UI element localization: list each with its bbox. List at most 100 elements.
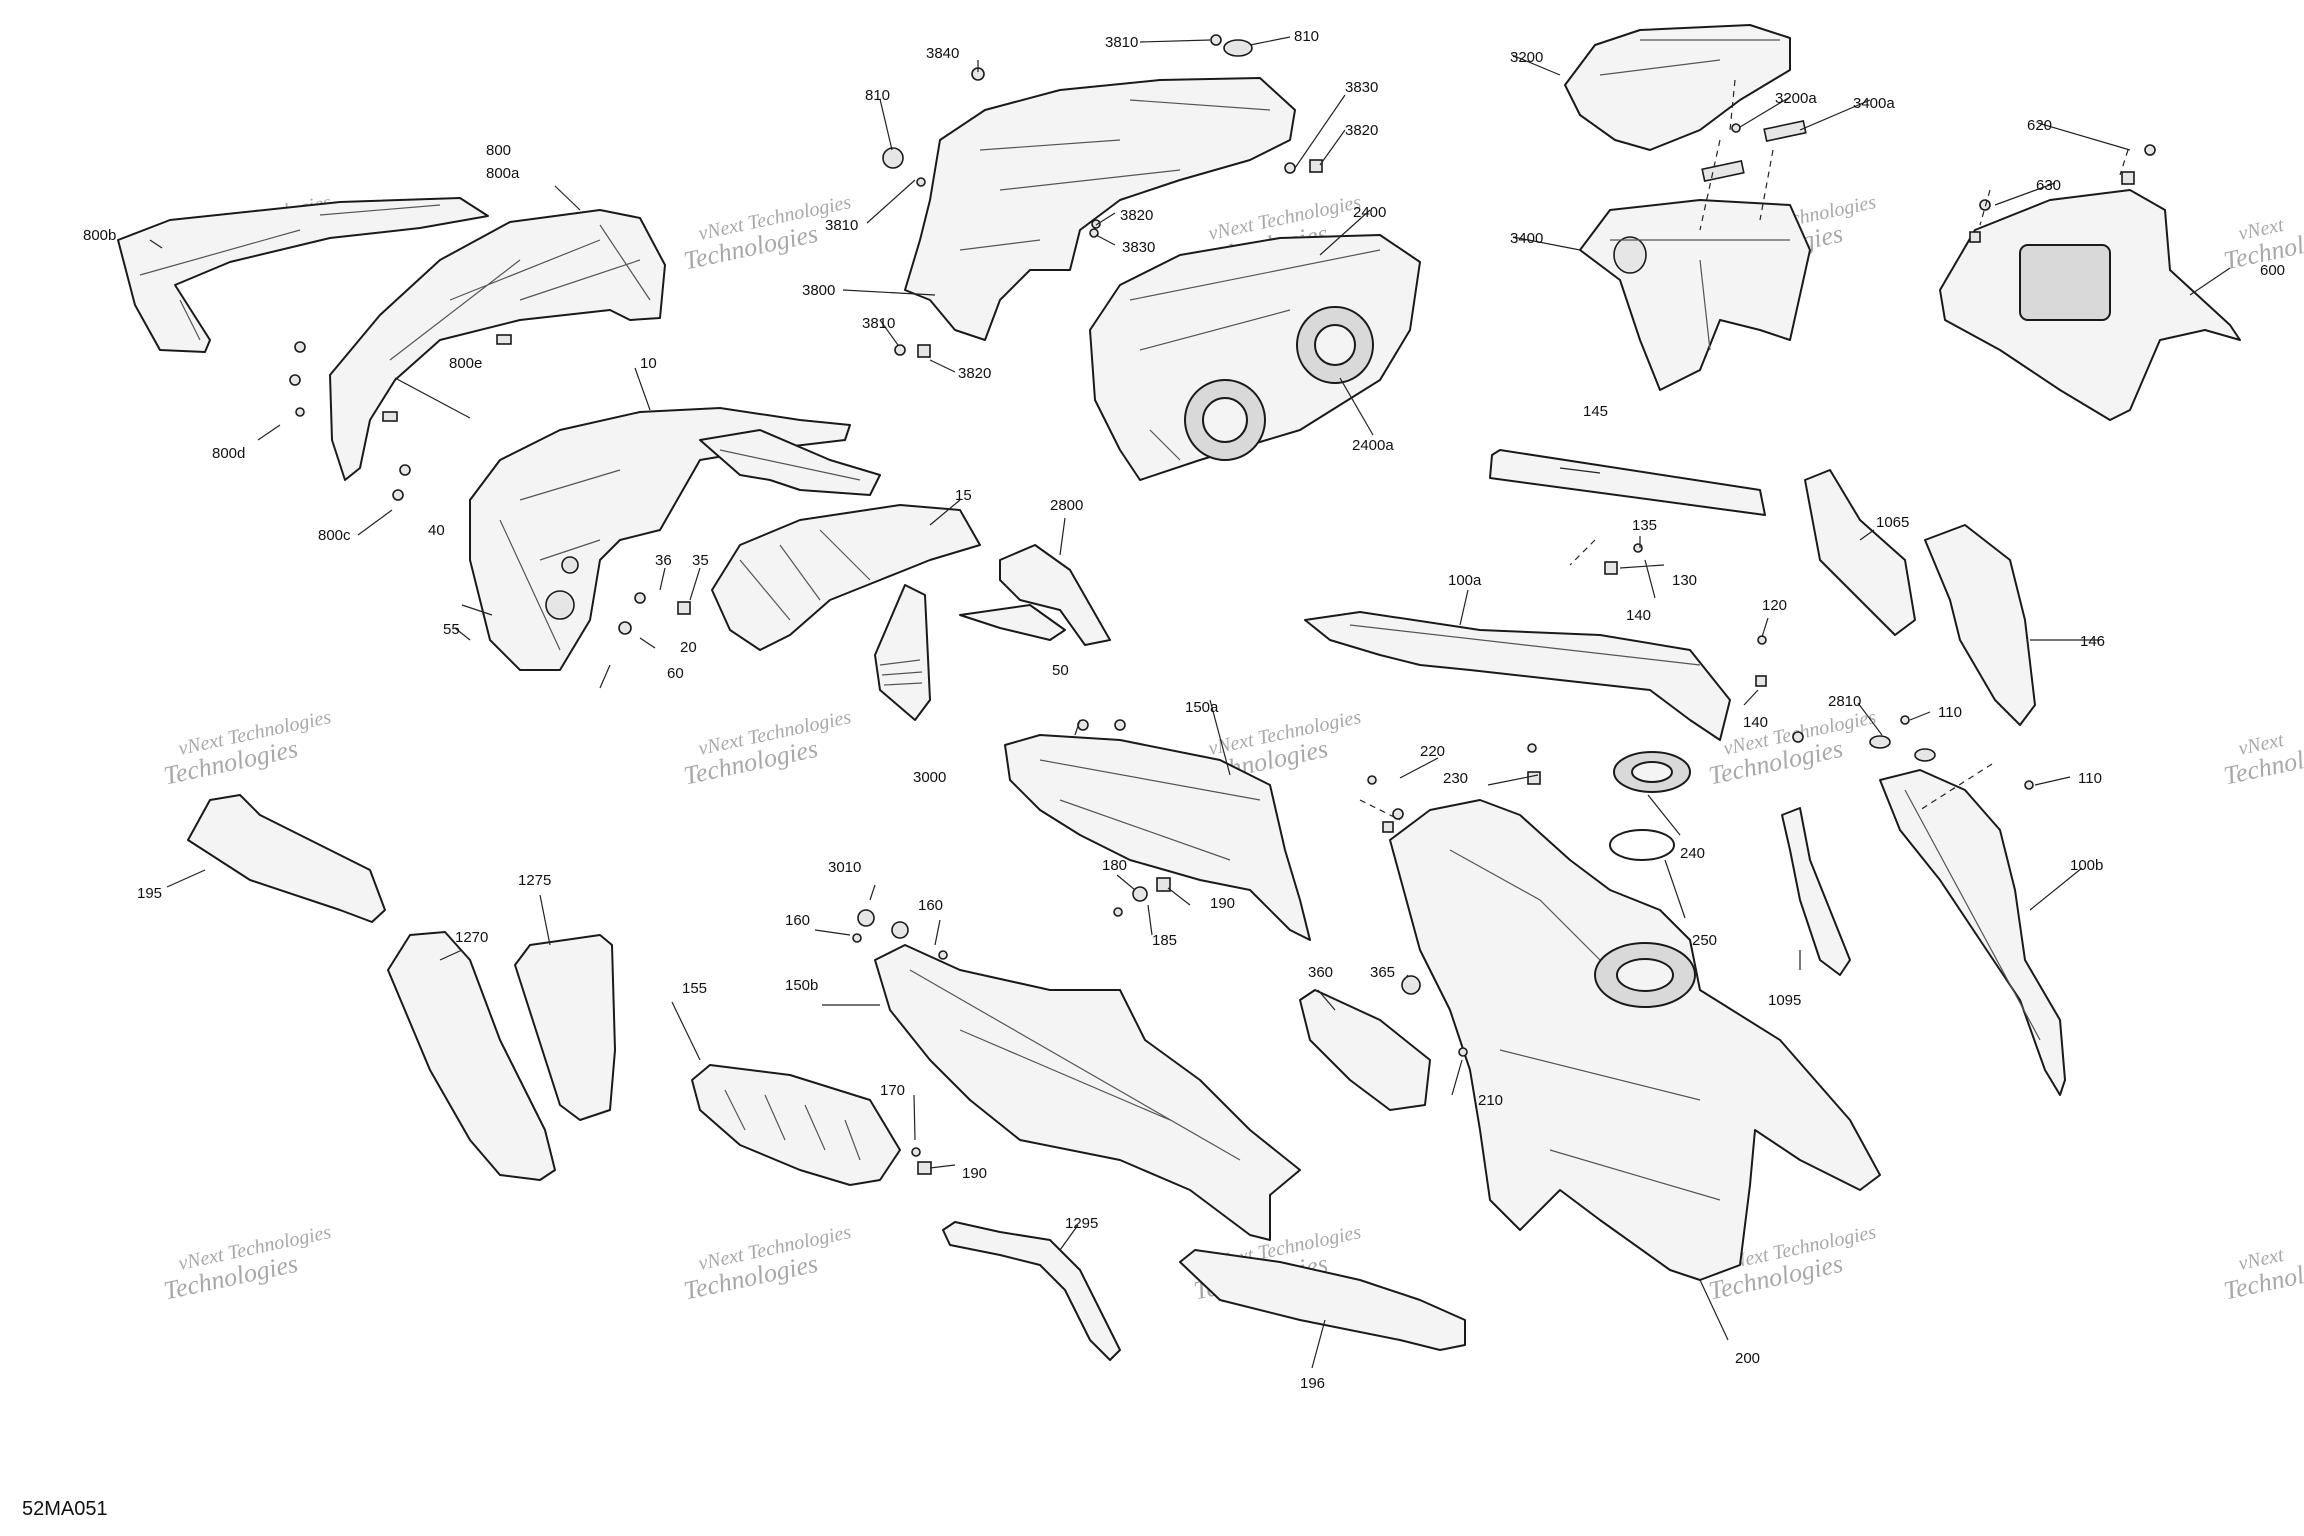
callout-3200: 3200	[1510, 49, 1543, 66]
part-800b-trim	[117, 197, 489, 353]
callout-1270: 1270	[455, 929, 488, 946]
callout-36: 36	[655, 552, 672, 569]
part-150a-side-panel	[1004, 734, 1311, 941]
part-3000-vent	[874, 584, 931, 721]
part-1295-strip	[942, 1221, 1121, 1361]
callout-145: 145	[1583, 403, 1608, 420]
callout-1095: 1095	[1768, 992, 1801, 1009]
leader-lines	[149, 36, 2231, 1369]
callout-3820: 3820	[1345, 122, 1378, 139]
hardware-fasteners	[289, 34, 2156, 1175]
callout-3840: 3840	[926, 45, 959, 62]
callout-170: 170	[880, 1082, 905, 1099]
part-600-instrument-frame	[1939, 189, 2241, 421]
part-800-windshield-cover	[329, 209, 666, 481]
callout-150b: 150b	[785, 977, 818, 994]
callout-160: 160	[785, 912, 810, 929]
callout-1065: 1065	[1876, 514, 1909, 531]
callout-2800: 2800	[1050, 497, 1083, 514]
part-3200-cover	[1564, 24, 1791, 151]
callout-2400: 2400	[1353, 204, 1386, 221]
callout-20: 20	[680, 639, 697, 656]
callout-3810: 3810	[1105, 34, 1138, 51]
callout-810: 810	[1294, 28, 1319, 45]
callout-135: 135	[1632, 517, 1657, 534]
callout-1295: 1295	[1065, 1215, 1098, 1232]
callout-200: 200	[1735, 1350, 1760, 1367]
callout-130: 130	[1672, 572, 1697, 589]
part-145-strip	[1489, 449, 1766, 516]
callout-3400: 3400	[1510, 230, 1543, 247]
callout-3830: 3830	[1122, 239, 1155, 256]
callout-3200a: 3200a	[1775, 90, 1817, 107]
callout-100b: 100b	[2070, 857, 2103, 874]
callout-140: 140	[1626, 607, 1651, 624]
part-240-filler-flange	[1613, 751, 1691, 793]
part-150b-side-panel	[874, 944, 1301, 1241]
part-10-front-fascia	[469, 407, 851, 671]
callout-196: 196	[1300, 1375, 1325, 1392]
callout-3810: 3810	[825, 217, 858, 234]
callout-15: 15	[955, 487, 972, 504]
callout-800a: 800a	[486, 165, 520, 182]
callout-labels: 800b 800 800a 800e 800d 800c 10 40 55 36…	[83, 28, 2285, 1392]
callout-150a: 150a	[1185, 699, 1219, 716]
callout-3400a: 3400a	[1853, 95, 1895, 112]
callout-240: 240	[1680, 845, 1705, 862]
callout-800e: 800e	[449, 355, 482, 372]
callout-195: 195	[137, 885, 162, 902]
callout-3000: 3000	[913, 769, 946, 786]
callout-60: 60	[667, 665, 684, 682]
callout-55: 55	[443, 621, 460, 638]
part-vent-bracket	[959, 604, 1066, 641]
callout-210: 210	[1478, 1092, 1503, 1109]
callout-180: 180	[1102, 857, 1127, 874]
part-195-rail-cover	[187, 794, 386, 923]
callout-230: 230	[1443, 770, 1468, 787]
callout-800d: 800d	[212, 445, 245, 462]
part-15-lower-grille	[711, 504, 981, 651]
callout-160: 160	[918, 897, 943, 914]
part-196-lower-cover	[1179, 1249, 1466, 1351]
alignment-lines	[1359, 79, 2129, 821]
part-250-seal-ring	[1609, 829, 1675, 861]
part-146-side-panel	[1924, 524, 2036, 726]
callout-110: 110	[1938, 704, 1962, 721]
callout-100a: 100a	[1448, 572, 1482, 589]
callout-3820: 3820	[1120, 207, 1153, 224]
callout-155: 155	[682, 980, 707, 997]
callout-3010: 3010	[828, 859, 861, 876]
part-1275-panel	[514, 934, 616, 1121]
display-window	[2019, 244, 2111, 321]
callout-3810: 3810	[862, 315, 895, 332]
callout-365: 365	[1370, 964, 1395, 981]
callout-110: 110	[2078, 770, 2102, 787]
fascia-lamp-opening	[545, 590, 575, 620]
part-360-panel	[1299, 989, 1431, 1111]
part-200-tank-body	[1389, 799, 1881, 1281]
part-2800-duct	[999, 544, 1111, 646]
callout-2400a: 2400a	[1352, 437, 1394, 454]
part-100b-side-panel	[1879, 769, 2066, 1096]
callout-630: 630	[2036, 177, 2061, 194]
part-2400-headlamp	[1089, 234, 1421, 481]
callout-800b: 800b	[83, 227, 116, 244]
callout-35: 35	[692, 552, 709, 569]
part-155-intake	[691, 1064, 901, 1186]
callout-120: 120	[1762, 597, 1787, 614]
callout-190: 190	[962, 1165, 987, 1182]
callout-10: 10	[640, 355, 657, 372]
callout-800c: 800c	[318, 527, 351, 544]
part-100a-rail-trim	[1304, 611, 1731, 741]
figure-code: 52MA051	[22, 1498, 108, 1520]
callout-3830: 3830	[1345, 79, 1378, 96]
callout-250: 250	[1692, 932, 1717, 949]
callout-3800: 3800	[802, 282, 835, 299]
callout-360: 360	[1308, 964, 1333, 981]
callout-3820: 3820	[958, 365, 991, 382]
callout-220: 220	[1420, 743, 1445, 760]
callout-1275: 1275	[518, 872, 551, 889]
part-3400-storage-bin	[1579, 199, 1811, 391]
part-intake-duct	[699, 429, 881, 496]
callout-185: 185	[1152, 932, 1177, 949]
